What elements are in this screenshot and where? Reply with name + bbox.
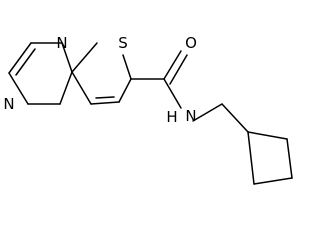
bond-c3a-c4-double: [95, 96, 115, 99]
bond-c7a-s: [71, 42, 98, 73]
bond-c4-n-double: [15, 48, 36, 76]
atom-n-top: N: [56, 34, 67, 52]
bond-c3-n: [59, 71, 73, 105]
bond-c4-n: [8, 42, 32, 74]
atom-s: S: [118, 34, 128, 52]
bond-layer: [8, 42, 293, 185]
bond-ccarbonyl-o-double: [169, 54, 188, 85]
bond-cb4-cb1: [247, 131, 255, 185]
bond-ccarbonyl-o: [163, 50, 182, 80]
bond-c6-c5: [118, 78, 132, 103]
bond-n-ch2: [192, 103, 223, 122]
bond-c3a-c4: [71, 71, 92, 105]
bond-c7a-n-double: [61, 42, 73, 73]
atom-o: O: [185, 34, 197, 52]
molecule-structure: N N S O N H: [3, 34, 293, 185]
atom-layer: N N S O N H: [3, 34, 197, 126]
bond-c5-c3a: [90, 101, 120, 105]
atom-h-amide: H: [166, 108, 177, 126]
bond-ccarbonyl-n: [163, 78, 182, 109]
bond-s-c6: [122, 54, 132, 80]
bond-ch2-cb1: [221, 103, 249, 133]
bond-n-c2: [8, 72, 29, 105]
bond-cb1-cb2: [247, 131, 288, 140]
atom-n-amide: N: [185, 107, 196, 125]
atom-n-bottom: N: [3, 95, 14, 113]
bond-cb2-cb3: [286, 138, 293, 179]
bond-cb3-cb4: [253, 177, 293, 185]
